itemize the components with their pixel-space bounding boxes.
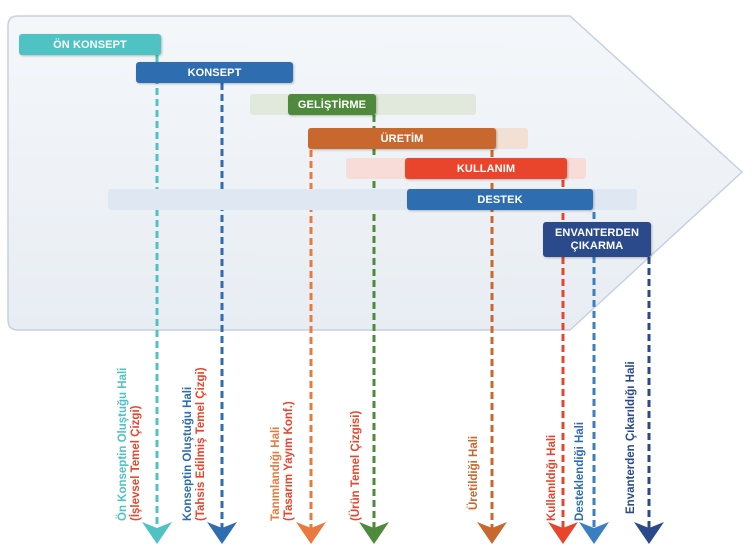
state-line2-konsept: (Tahsis Edilmiş Temel Çizgi) bbox=[195, 367, 207, 521]
arrow-head-on-konsept bbox=[142, 522, 172, 544]
phase-label-uretim: ÜRETİM bbox=[380, 132, 424, 145]
state-line1-on-konsept: Ön Konseptin Oluştuğu Hali bbox=[117, 367, 129, 521]
state-label-on-konsept: Ön Konseptin Oluştuğu Hali (İşlevsel Tem… bbox=[117, 368, 143, 521]
phase-label-envanter-line1: ENVANTERDEN bbox=[554, 226, 639, 239]
state-line1-tanimlandigi: Tanımlandığı Hali bbox=[270, 426, 282, 521]
phase-bar-uretim: ÜRETİM bbox=[308, 128, 496, 149]
phase-bar-envanter: ENVANTERDEN ÇIKARMA bbox=[543, 222, 651, 257]
state-line2-on-konsept: (İşlevsel Temel Çizgi) bbox=[130, 405, 142, 521]
state-label-desteklendigi: Desteklendiği Hali bbox=[574, 422, 587, 521]
state-label-konsept: Konseptin Oluştuğu Hali (Tahsis Edilmiş … bbox=[182, 367, 208, 521]
state-label-urun: (Ürün Temel Çizgisi) bbox=[350, 411, 363, 521]
arrow-head-urun bbox=[359, 522, 389, 544]
state-label-envanter: Envanterden Çıkarıldığı Hali bbox=[625, 361, 638, 514]
state-line1-kullanildigi: Kullanıldığı Hali bbox=[546, 434, 558, 521]
state-line1-envanter: Envanterden Çıkarıldığı Hali bbox=[625, 361, 637, 514]
state-line1-urun: (Ürün Temel Çizgisi) bbox=[350, 410, 362, 521]
phase-label-envanter-line2: ÇIKARMA bbox=[570, 239, 624, 252]
state-label-tanimlandigi: Tanımlandığı Hali (Tasarım Yayım Konf.) bbox=[270, 401, 296, 521]
state-line1-uretildigi: Üretildiği Hali bbox=[468, 435, 480, 510]
state-line1-konsept: Konseptin Oluştuğu Hali bbox=[182, 386, 194, 521]
arrow-head-tanimlandigi bbox=[296, 522, 326, 544]
arrow-head-envanter bbox=[634, 522, 664, 544]
phase-bar-on-konsept: ÖN KONSEPT bbox=[19, 34, 161, 55]
state-label-kullanildigi: Kullanıldığı Hali bbox=[546, 435, 559, 521]
phase-label-konsept: KONSEPT bbox=[187, 66, 242, 79]
phase-label-gelistirme: GELİŞTİRME bbox=[297, 98, 367, 111]
state-label-uretildigi: Üretildiği Hali bbox=[468, 436, 481, 510]
arrow-head-kullanildigi bbox=[548, 522, 578, 544]
arrow-head-desteklendigi bbox=[579, 522, 609, 544]
state-line2-tanimlandigi: (Tasarım Yayım Konf.) bbox=[283, 401, 295, 521]
phase-label-destek: DESTEK bbox=[477, 193, 523, 206]
phase-bar-gelistirme: GELİŞTİRME bbox=[288, 94, 376, 115]
state-line1-desteklendigi: Desteklendiği Hali bbox=[574, 421, 586, 521]
phase-bar-konsept: KONSEPT bbox=[136, 62, 293, 83]
phase-label-on-konsept: ÖN KONSEPT bbox=[53, 38, 127, 51]
arrow-head-uretildigi bbox=[477, 522, 507, 544]
phase-bar-destek: DESTEK bbox=[407, 189, 593, 210]
phase-label-kullanim: KULLANIM bbox=[456, 162, 516, 175]
phase-bar-kullanim: KULLANIM bbox=[405, 158, 567, 179]
arrow-head-konsept bbox=[207, 522, 237, 544]
